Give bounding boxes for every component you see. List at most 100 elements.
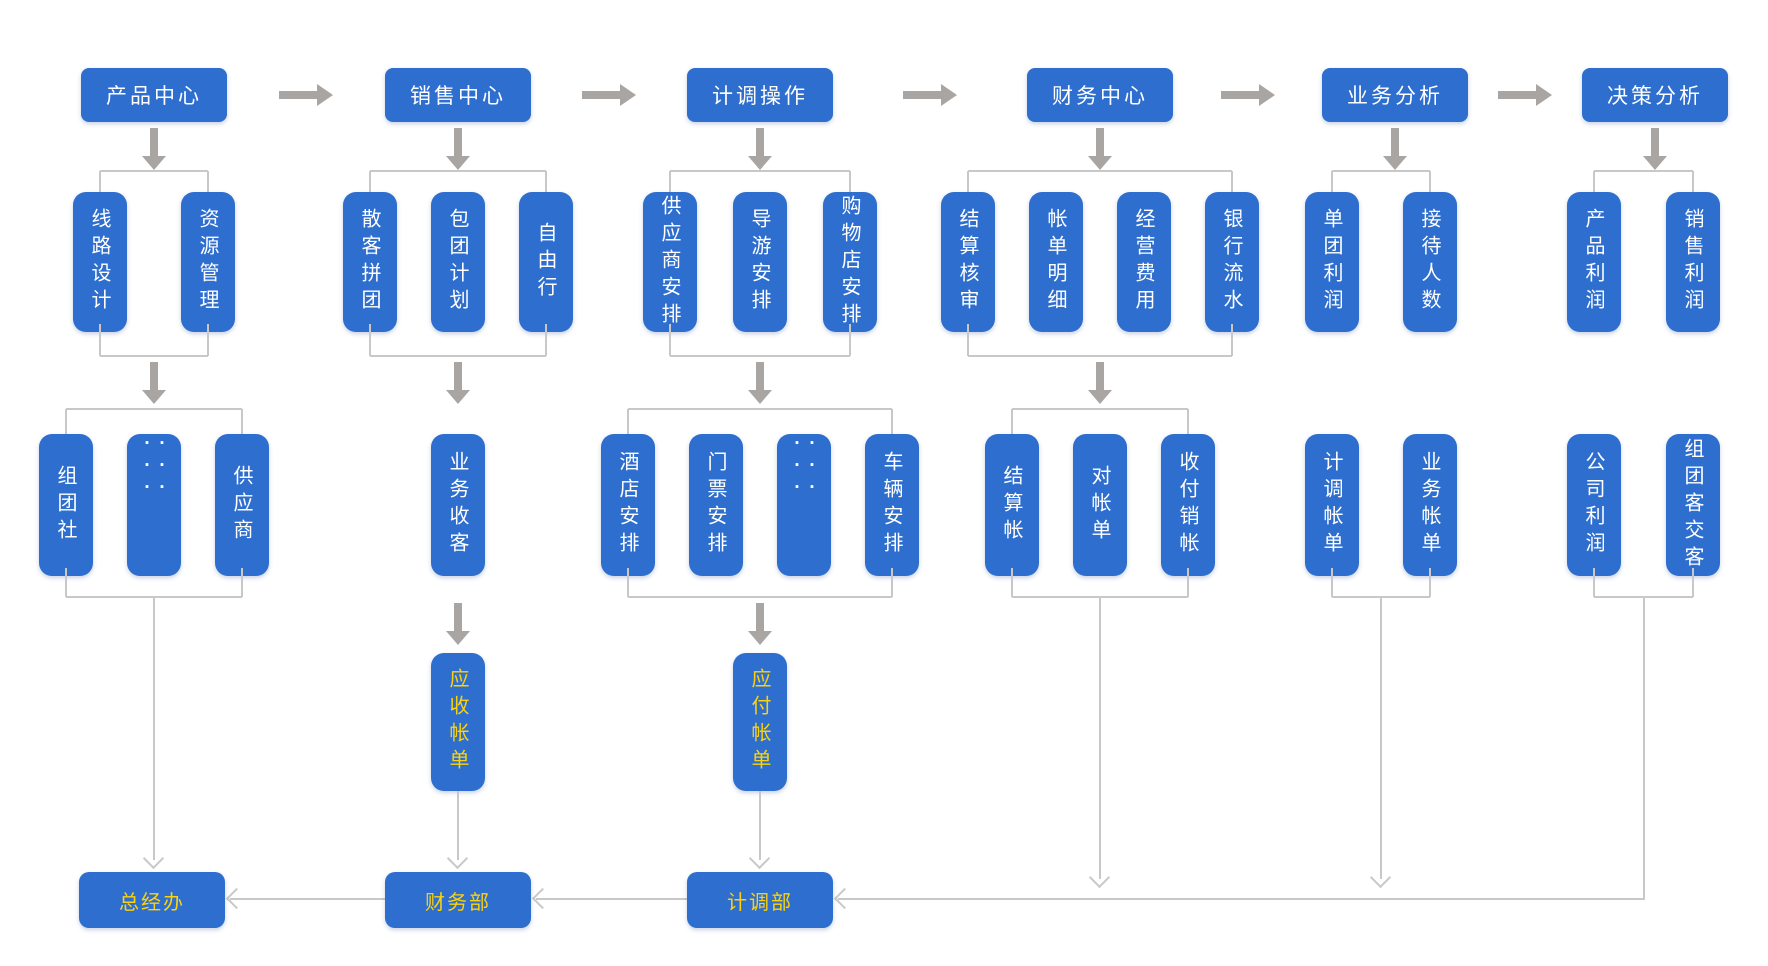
connector-finance-center-to-feed-line xyxy=(1099,597,1101,879)
arrow-down-finance-center-2-stem xyxy=(1096,362,1104,390)
arrowhead-merge-finance-center xyxy=(1088,866,1111,889)
bracket-bottom-product-center xyxy=(100,355,208,357)
bracket-bottom2-dispatch-operation xyxy=(628,596,892,598)
header-product-center: 产品中心 xyxy=(81,68,227,122)
node-finance-center-tier2-2-label: 收付销帐 xyxy=(1176,451,1200,559)
bracket-stub xyxy=(627,568,629,597)
bracket-stub xyxy=(1187,409,1189,442)
node-finance-center-tier1-3-label: 银行流水 xyxy=(1220,208,1244,316)
node-sales-center-tier1-1: 包团计划 xyxy=(431,192,485,332)
stage-arrow-right-3 xyxy=(1258,84,1275,106)
node-sales-center-tier2-0-label: 业务收客 xyxy=(446,451,470,559)
stage-arrow-right-1 xyxy=(620,84,636,106)
bracket-stub xyxy=(1593,171,1595,200)
dept-finance-dept: 财务部 xyxy=(385,872,531,928)
node-dispatch-operation-tier2-0: 酒店安排 xyxy=(601,434,655,576)
bracket-stub xyxy=(967,324,969,356)
node-sales-center-tier1-0: 散客拼团 xyxy=(343,192,397,332)
stage-arrow-right-0-stem xyxy=(279,91,317,99)
node-business-analysis-tier1-0-label: 单团利润 xyxy=(1320,208,1344,316)
node-product-center-tier2-2: 供应商 xyxy=(215,434,269,576)
stage-arrow-right-4-stem xyxy=(1498,91,1536,99)
bracket-stub xyxy=(1331,568,1333,597)
arrow-down-dispatch-operation-stem xyxy=(756,128,764,156)
node-finance-center-tier2-0: 结算帐 xyxy=(985,434,1039,576)
node-decision-analysis-tier1-0-label: 产品利润 xyxy=(1582,208,1606,316)
node-business-analysis-tier2-0: 计调帐单 xyxy=(1305,434,1359,576)
node-product-center-tier2-0: 组团社 xyxy=(39,434,93,576)
arrow-down-sales-center-3 xyxy=(446,631,470,645)
node-decision-analysis-tier2-1-label: 组团客交客 xyxy=(1681,437,1705,573)
node-dispatch-operation-tier1-1: 导游安排 xyxy=(733,192,787,332)
dept-dispatch-dept: 计调部 xyxy=(687,872,833,928)
arrow-down-sales-center-3-stem xyxy=(454,603,462,631)
node-sales-center-billing: 应收帐单 xyxy=(431,653,485,791)
arrow-down-product-center-stem xyxy=(150,128,158,156)
bracket-stub xyxy=(1429,568,1431,597)
header-dispatch-operation: 计调操作 xyxy=(687,68,833,122)
node-sales-center-tier1-0-label: 散客拼团 xyxy=(358,208,382,316)
arrow-down-sales-center xyxy=(446,156,470,170)
bracket-stub xyxy=(207,324,209,356)
node-sales-center-billing-label: 应收帐单 xyxy=(446,668,470,776)
arrow-down-dispatch-operation-3-stem xyxy=(756,603,764,631)
stage-arrow-right-2-stem xyxy=(903,91,941,99)
bracket-stub xyxy=(1231,171,1233,200)
bracket-top2-finance-center xyxy=(1012,408,1188,410)
bracket-stub xyxy=(207,171,209,200)
bracket-top-product-center xyxy=(100,170,208,172)
node-dispatch-operation-billing: 应付帐单 xyxy=(733,653,787,791)
header-decision-analysis: 决策分析 xyxy=(1582,68,1728,122)
arrowhead-into-dept-sales-center xyxy=(446,847,469,870)
bracket-stub xyxy=(849,324,851,356)
node-finance-center-tier1-2: 经营费用 xyxy=(1117,192,1171,332)
bracket-top2-product-center xyxy=(66,408,242,410)
arrowhead-into-finance-dept xyxy=(531,887,554,910)
header-sales-center: 销售中心 xyxy=(385,68,531,122)
node-dispatch-operation-tier2-2-label: ··· ··· xyxy=(788,434,821,500)
node-dispatch-operation-tier2-3-label: 车辆安排 xyxy=(880,451,904,559)
bracket-stub xyxy=(545,171,547,200)
node-finance-center-tier2-1-label: 对帐单 xyxy=(1088,464,1112,546)
bracket-stub xyxy=(1187,568,1189,597)
node-product-center-tier2-1: ··· ··· xyxy=(127,434,181,576)
node-finance-center-tier1-3: 银行流水 xyxy=(1205,192,1259,332)
bracket-stub xyxy=(967,171,969,200)
node-dispatch-operation-tier1-2-label: 购物店安排 xyxy=(838,194,862,330)
bracket-stub xyxy=(369,171,371,200)
bracket-stub xyxy=(891,568,893,597)
node-sales-center-tier1-1-label: 包团计划 xyxy=(446,208,470,316)
bracket-stub xyxy=(891,409,893,442)
node-decision-analysis-tier1-0: 产品利润 xyxy=(1567,192,1621,332)
node-product-center-tier1-0-label: 线路设计 xyxy=(88,208,112,316)
node-decision-analysis-tier2-0-label: 公司利润 xyxy=(1582,451,1606,559)
node-dispatch-operation-tier1-1-label: 导游安排 xyxy=(748,208,772,316)
bracket-stub xyxy=(1331,171,1333,200)
node-sales-center-tier2-0: 业务收客 xyxy=(431,434,485,576)
bracket-top-finance-center xyxy=(968,170,1232,172)
arrow-down-product-center xyxy=(142,156,166,170)
node-decision-analysis-tier1-1-label: 销售利润 xyxy=(1681,208,1705,316)
node-business-analysis-tier2-1: 业务帐单 xyxy=(1403,434,1457,576)
connector-decision-analysis-down xyxy=(1642,597,1645,899)
arrowhead-into-dispatch-dept xyxy=(833,887,856,910)
bracket-bottom-dispatch-operation xyxy=(670,355,850,357)
node-business-analysis-tier2-0-label: 计调帐单 xyxy=(1320,451,1344,559)
node-finance-center-tier1-1: 帐单明细 xyxy=(1029,192,1083,332)
node-product-center-tier1-1: 资源管理 xyxy=(181,192,235,332)
bracket-stub xyxy=(65,409,67,442)
bracket-stub xyxy=(1692,171,1694,200)
arrow-down-dispatch-operation xyxy=(748,156,772,170)
arrow-down-product-center-2 xyxy=(142,390,166,404)
node-decision-analysis-tier2-0: 公司利润 xyxy=(1567,434,1621,576)
node-dispatch-operation-tier2-3: 车辆安排 xyxy=(865,434,919,576)
bracket-stub xyxy=(65,568,67,597)
arrow-down-sales-center-2 xyxy=(446,390,470,404)
node-dispatch-operation-tier2-2: ··· ··· xyxy=(777,434,831,576)
feed-line-finance-to-general xyxy=(230,898,385,900)
header-business-analysis: 业务分析 xyxy=(1322,68,1468,122)
bracket-stub xyxy=(669,171,671,200)
arrow-down-product-center-2-stem xyxy=(150,362,158,390)
feed-line-right xyxy=(838,898,1645,900)
